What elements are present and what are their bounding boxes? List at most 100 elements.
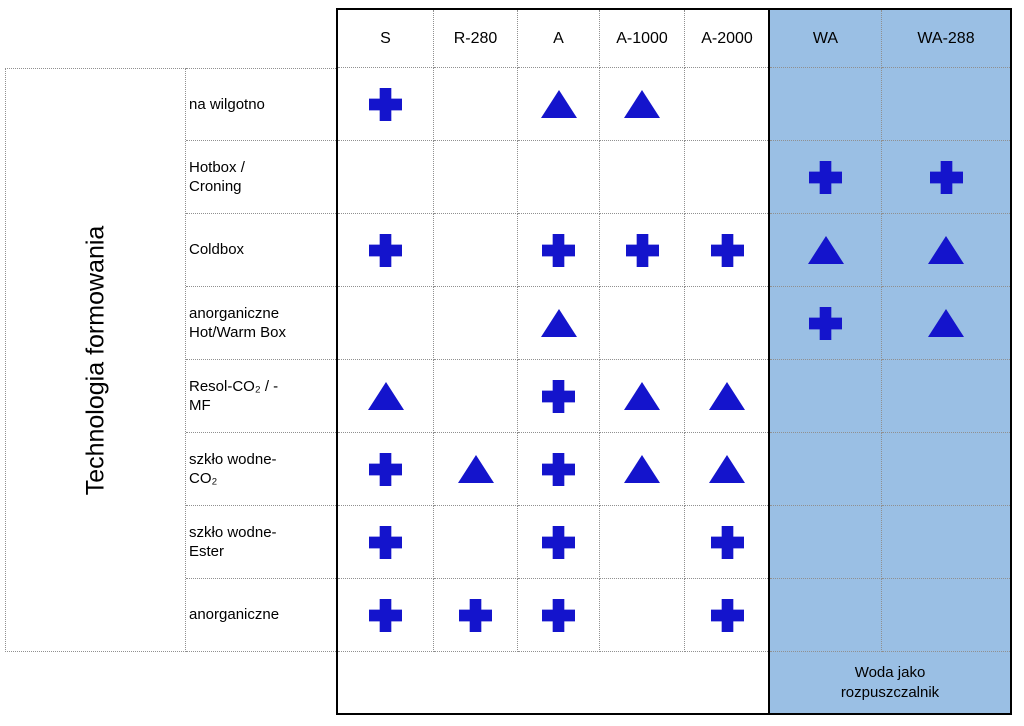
plus-icon [710, 598, 744, 632]
triangle-icon [624, 455, 660, 483]
matrix-cell-empty [882, 506, 1010, 579]
row-label: na wilgotno [186, 68, 338, 141]
plus-icon [459, 598, 492, 632]
matrix-cell-empty [434, 141, 518, 214]
matrix-cell-plus [338, 214, 434, 287]
plus-icon [542, 525, 575, 559]
matrix-cell-plus [685, 506, 770, 579]
matrix-cell-empty [770, 360, 882, 433]
matrix-cell-empty [338, 287, 434, 360]
plus-icon [710, 525, 744, 559]
column-header-r-280: R-280 [434, 10, 518, 68]
matrix-cell-plus [518, 214, 600, 287]
matrix-cell-triangle [882, 214, 1010, 287]
matrix-cell-plus [685, 214, 770, 287]
row-label: anorganiczne [186, 579, 338, 652]
plus-icon [369, 87, 402, 121]
row-label: Resol-CO₂ / -MF [186, 360, 338, 433]
matrix-cell-empty [770, 433, 882, 506]
matrix-cell-plus [338, 433, 434, 506]
matrix-cell-plus [338, 68, 434, 141]
matrix-cell-triangle [770, 214, 882, 287]
column-header-a-1000: A-1000 [600, 10, 685, 68]
matrix-cell-empty [338, 141, 434, 214]
column-header-wa: WA [770, 10, 882, 68]
triangle-icon [540, 309, 577, 337]
plus-icon [542, 233, 575, 267]
plus-icon [369, 598, 402, 632]
matrix-cell-empty [434, 360, 518, 433]
matrix-cell-empty [600, 579, 685, 652]
matrix-cell-triangle [338, 360, 434, 433]
row-label: szkło wodne-CO₂ [186, 433, 338, 506]
plus-icon [929, 160, 963, 194]
triangle-icon [709, 382, 745, 410]
matrix-cell-empty [882, 68, 1010, 141]
column-header-wa-288: WA-288 [882, 10, 1010, 68]
plus-icon [710, 233, 744, 267]
plus-icon [542, 598, 575, 632]
matrix-cell-plus [518, 579, 600, 652]
matrix-cell-triangle [518, 287, 600, 360]
matrix-cell-triangle [882, 287, 1010, 360]
triangle-icon [624, 90, 660, 118]
matrix-cell-plus [882, 141, 1010, 214]
plus-icon [369, 233, 402, 267]
plus-icon [542, 379, 575, 413]
triangle-icon [457, 455, 494, 483]
matrix-cell-empty [600, 141, 685, 214]
footer-empty-cell [338, 652, 770, 713]
matrix-cell-plus [338, 579, 434, 652]
matrix-cell-empty [434, 68, 518, 141]
matrix-cell-empty [770, 579, 882, 652]
matrix-cell-triangle [600, 68, 685, 141]
matrix-cell-empty [600, 287, 685, 360]
matrix-cell-empty [882, 360, 1010, 433]
matrix-cell-triangle [518, 68, 600, 141]
plus-icon [542, 452, 575, 486]
matrix-cell-triangle [600, 433, 685, 506]
matrix-cell-plus [685, 579, 770, 652]
row-axis-title: Technologia formowania [81, 225, 110, 495]
plus-icon [369, 525, 402, 559]
matrix-cell-empty [434, 214, 518, 287]
column-header-a: A [518, 10, 600, 68]
triangle-icon [624, 382, 660, 410]
matrix-cell-triangle [685, 433, 770, 506]
plus-icon [369, 452, 402, 486]
triangle-icon [928, 236, 964, 264]
matrix-cell-empty [518, 141, 600, 214]
plus-icon [625, 233, 659, 267]
row-label: szkło wodne-Ester [186, 506, 338, 579]
plus-icon [809, 306, 842, 340]
matrix-cell-plus [770, 141, 882, 214]
triangle-icon [367, 382, 404, 410]
matrix-cell-empty [882, 433, 1010, 506]
matrix-cell-triangle [434, 433, 518, 506]
triangle-icon [807, 236, 844, 264]
triangle-icon [928, 309, 964, 337]
matrix-cell-plus [338, 506, 434, 579]
triangle-icon [540, 90, 577, 118]
matrix-cell-empty [685, 141, 770, 214]
matrix-cell-empty [434, 287, 518, 360]
plus-icon [809, 160, 842, 194]
matrix-cell-empty [600, 506, 685, 579]
column-header-a-2000: A-2000 [685, 10, 770, 68]
matrix-cell-triangle [685, 360, 770, 433]
matrix-cell-plus [518, 506, 600, 579]
row-axis-title-box: Technologia formowania [5, 68, 186, 652]
matrix-cell-plus [518, 433, 600, 506]
row-label: Hotbox /Croning [186, 141, 338, 214]
matrix-cell-plus [518, 360, 600, 433]
matrix-cell-empty [770, 68, 882, 141]
column-header-s: S [338, 10, 434, 68]
matrix-cell-plus [600, 214, 685, 287]
matrix-cell-triangle [600, 360, 685, 433]
matrix-cell-empty [770, 506, 882, 579]
matrix-cell-empty [434, 506, 518, 579]
